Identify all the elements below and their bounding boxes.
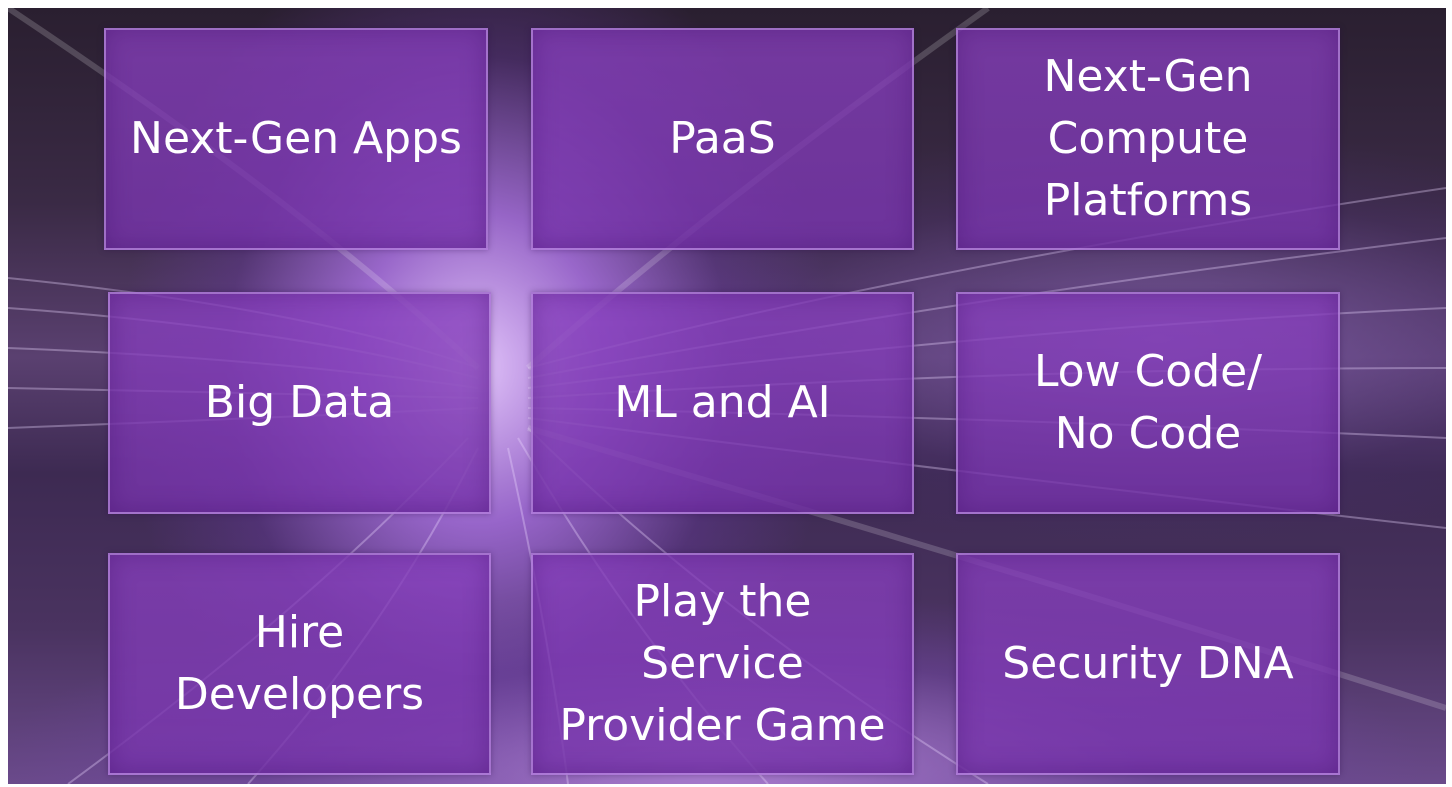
tile-ml-and-ai: ML and AI (531, 292, 914, 514)
tile-hire-developers: Hire Developers (108, 553, 491, 775)
tile-low-code-no-code: Low Code/ No Code (956, 292, 1340, 514)
slide-background: Next-Gen Apps PaaS Next-Gen Compute Plat… (8, 8, 1446, 784)
tile-security-dna: Security DNA (956, 553, 1340, 775)
tile-paas: PaaS (531, 28, 914, 250)
tile-play-the-service-provider-game: Play the Service Provider Game (531, 553, 914, 775)
tile-big-data: Big Data (108, 292, 491, 514)
tile-next-gen-compute-platforms: Next-Gen Compute Platforms (956, 28, 1340, 250)
tile-next-gen-apps: Next-Gen Apps (104, 28, 488, 250)
